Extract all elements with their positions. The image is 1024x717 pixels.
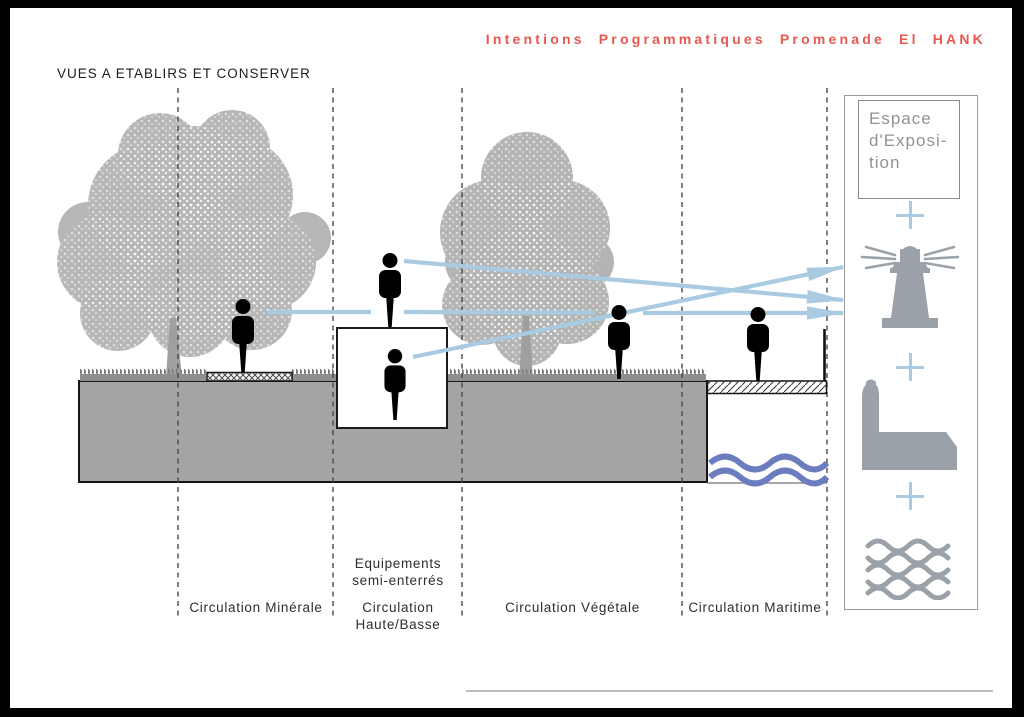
person-icon xyxy=(379,253,401,327)
views-caption: VUES A ETABLIRS ET CONSERVER xyxy=(57,66,311,81)
plus-icon xyxy=(896,201,924,229)
sightline-arrow xyxy=(268,258,845,360)
poster-title: Intentions Programmatiques Promenade El … xyxy=(485,31,986,47)
program-panel xyxy=(844,95,978,610)
plus-icon xyxy=(896,482,924,510)
zone-label-haute-basse: Circulation Haute/Basse xyxy=(355,600,441,632)
ground-section xyxy=(78,380,827,484)
grass xyxy=(80,369,706,381)
plus-icon xyxy=(896,353,924,381)
zone-divider-line xyxy=(177,88,828,620)
boardwalk xyxy=(706,329,828,395)
sea-waves-icon xyxy=(865,538,951,600)
zone-label-vegetale: Circulation Végétale xyxy=(505,600,640,615)
water-waves xyxy=(708,453,830,487)
equipment-caption: Equipements semi-enterrés xyxy=(352,556,444,588)
exposition-space-box: Espace d'Exposi- tion xyxy=(858,100,960,199)
lighthouse-icon xyxy=(860,245,960,328)
footer-rule xyxy=(466,690,993,692)
monument-building-icon xyxy=(862,379,957,470)
tree-icon xyxy=(57,110,331,378)
zone-label-maritime: Circulation Maritime xyxy=(688,600,822,615)
tree-icon xyxy=(440,132,614,380)
bench-platform xyxy=(206,371,293,382)
person-icon xyxy=(747,307,769,381)
zone-label-minerale: Circulation Minérale xyxy=(189,600,323,615)
